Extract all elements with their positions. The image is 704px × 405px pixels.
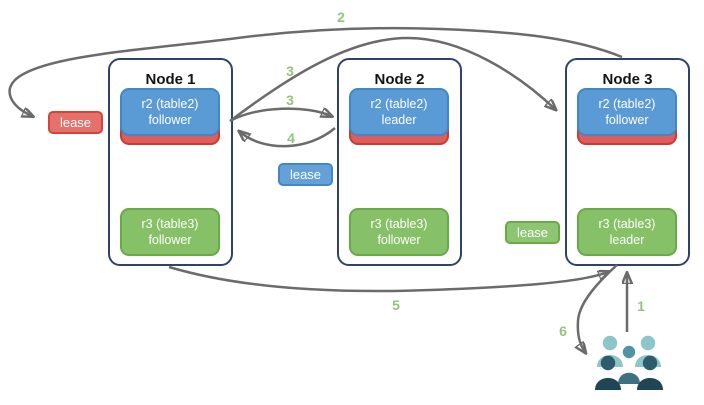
arrow-step-3-to-node2	[229, 107, 331, 123]
node-3: Node 3 r1 (table1) follower r2 (table2) …	[565, 58, 690, 266]
replica-name: r2 (table2)	[141, 97, 199, 111]
arrow-step-5	[168, 265, 608, 293]
lease-badge-table3: lease	[505, 221, 560, 244]
replica-role: follower	[148, 113, 192, 127]
replica-name: r3 (table3)	[598, 217, 656, 231]
replica-role: follower	[148, 233, 192, 247]
step-label-1: 1	[637, 298, 645, 314]
replica-role: follower	[605, 113, 649, 127]
replica-role: follower	[377, 233, 421, 247]
replica-name: r2 (table2)	[598, 97, 656, 111]
node-2-replica-r3: r3 (table3) follower	[349, 208, 449, 256]
node-3-replica-r3: r3 (table3) leader	[577, 208, 677, 256]
step-label-4: 4	[287, 130, 295, 146]
node-1-replica-r3: r3 (table3) follower	[120, 208, 220, 256]
step-label-3b: 3	[286, 92, 294, 108]
replica-role: leader	[609, 233, 645, 247]
users-group-icon	[595, 335, 663, 390]
replica-name: r3 (table3)	[370, 217, 428, 231]
node-1-title: Node 1	[145, 71, 196, 88]
node-3-title: Node 3	[602, 71, 653, 88]
node-2-replica-r2: r2 (table2) leader	[349, 88, 449, 136]
node-1: Node 1 r1 (table1) leader r2 (table2) fo…	[108, 58, 233, 266]
step-label-6: 6	[559, 323, 567, 339]
step-label-3a: 3	[286, 63, 294, 79]
replica-role: leader	[381, 113, 417, 127]
lease-badge-table2: lease	[278, 163, 333, 186]
step-label-5: 5	[392, 297, 400, 313]
node-3-replica-r2: r2 (table2) follower	[577, 88, 677, 136]
replica-name: r3 (table3)	[141, 217, 199, 231]
node-2: Node 2 r1 (table1) follower r2 (table2) …	[337, 58, 462, 266]
arrow-step-2	[8, 26, 623, 116]
node-2-title: Node 2	[374, 71, 425, 88]
node-1-replica-r2: r2 (table2) follower	[120, 88, 220, 136]
replica-name: r2 (table2)	[370, 97, 428, 111]
lease-badge-table1: lease	[48, 111, 103, 134]
step-label-2: 2	[337, 9, 345, 25]
